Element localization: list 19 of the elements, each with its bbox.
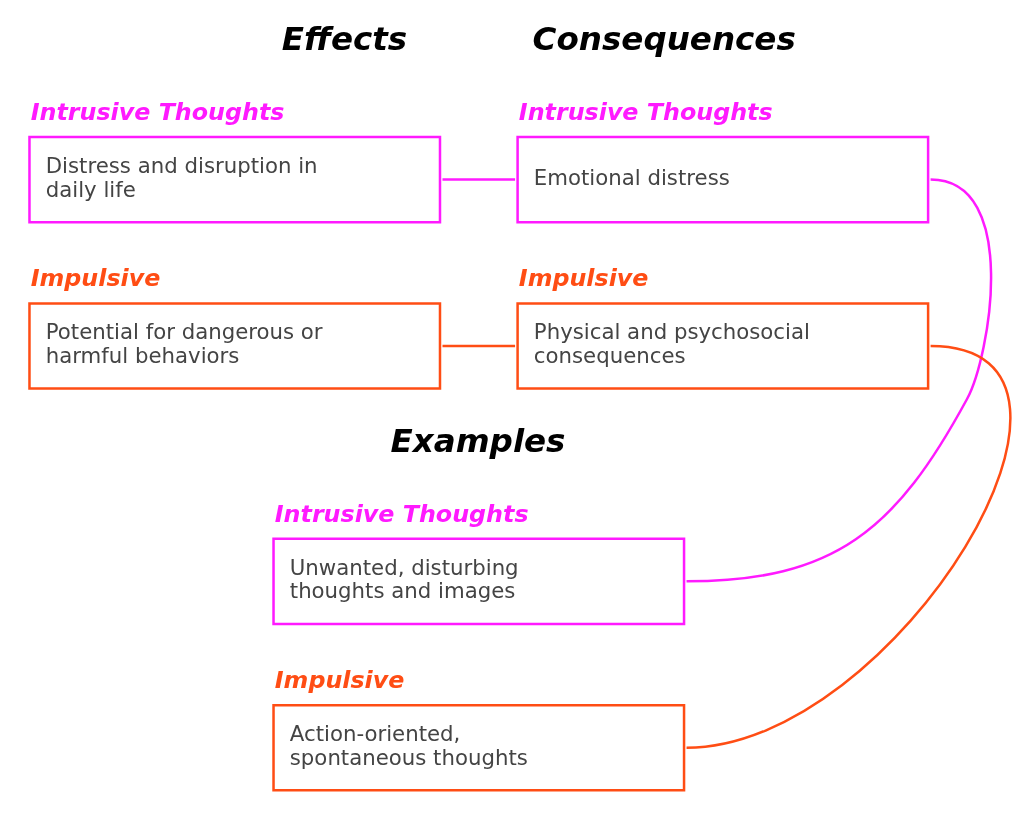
node-box: Distress and disruption in daily life: [28, 135, 442, 224]
node-label: Intrusive Thoughts: [518, 97, 773, 126]
connector: [442, 344, 516, 348]
node-box: Action-oriented, spontaneous thoughts: [272, 704, 686, 792]
label: Effects: [281, 19, 408, 58]
connector: [686, 178, 993, 583]
node-label: Impulsive: [30, 264, 161, 293]
node-box: Emotional distress: [516, 135, 930, 224]
node-box: Physical and psychosocial consequences: [516, 302, 930, 390]
node-label: Impulsive: [518, 264, 649, 293]
node-label: Intrusive Thoughts: [274, 499, 529, 528]
connector: [442, 178, 516, 181]
label: Examples: [390, 421, 566, 460]
node-box: Potential for dangerous or harmful behaviors: [28, 302, 442, 390]
node-label: Impulsive: [274, 665, 405, 694]
connector: [686, 344, 1011, 750]
node-label: Intrusive Thoughts: [30, 97, 285, 126]
node-box: Unwanted, disturbing thoughts and images: [272, 537, 686, 626]
label: Consequences: [532, 19, 796, 58]
